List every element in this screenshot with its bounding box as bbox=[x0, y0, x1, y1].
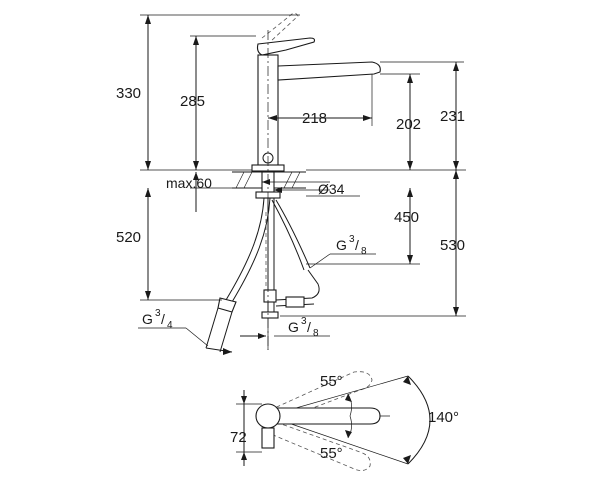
faucet-side-view bbox=[251, 12, 381, 172]
connection-g38-top: G bbox=[336, 237, 347, 253]
angle-140: 140° bbox=[428, 409, 459, 426]
dim-285: 285 bbox=[180, 93, 205, 110]
dim-218: 218 bbox=[302, 110, 327, 127]
dim-72: 72 bbox=[230, 429, 247, 446]
svg-text:3: 3 bbox=[155, 308, 161, 319]
dim-450: 450 bbox=[394, 209, 419, 226]
dimension-labels: 330 285 218 202 231 max.60 Ø34 520 450 5… bbox=[116, 85, 465, 462]
dim-202: 202 bbox=[396, 116, 421, 133]
svg-text:/: / bbox=[355, 237, 359, 253]
svg-text:8: 8 bbox=[361, 246, 367, 257]
svg-text:8: 8 bbox=[313, 328, 319, 339]
angle-55-top: 55° bbox=[320, 373, 343, 390]
faucet-top-view bbox=[236, 371, 431, 471]
angle-55-bottom: 55° bbox=[320, 445, 343, 462]
lever-handle bbox=[256, 37, 316, 56]
connection-g34-left: G bbox=[142, 311, 153, 327]
deck-section bbox=[232, 171, 306, 199]
dim-231: 231 bbox=[440, 108, 465, 125]
dim-max60: max.60 bbox=[166, 175, 212, 191]
dim-530: 530 bbox=[440, 237, 465, 254]
connection-g38-bottom: G bbox=[288, 319, 299, 335]
svg-text:4: 4 bbox=[167, 320, 173, 331]
dimension-lines bbox=[138, 14, 466, 355]
hoses bbox=[205, 197, 320, 353]
lever-alt-position bbox=[261, 12, 299, 43]
dim-330: 330 bbox=[116, 85, 141, 102]
dim-hole-diameter: Ø34 bbox=[318, 181, 345, 197]
svg-text:/: / bbox=[307, 319, 311, 335]
dim-520: 520 bbox=[116, 229, 141, 246]
svg-text:/: / bbox=[161, 311, 165, 327]
faucet-spout bbox=[277, 61, 381, 81]
svg-text:3: 3 bbox=[301, 316, 307, 327]
svg-text:3: 3 bbox=[349, 234, 355, 245]
